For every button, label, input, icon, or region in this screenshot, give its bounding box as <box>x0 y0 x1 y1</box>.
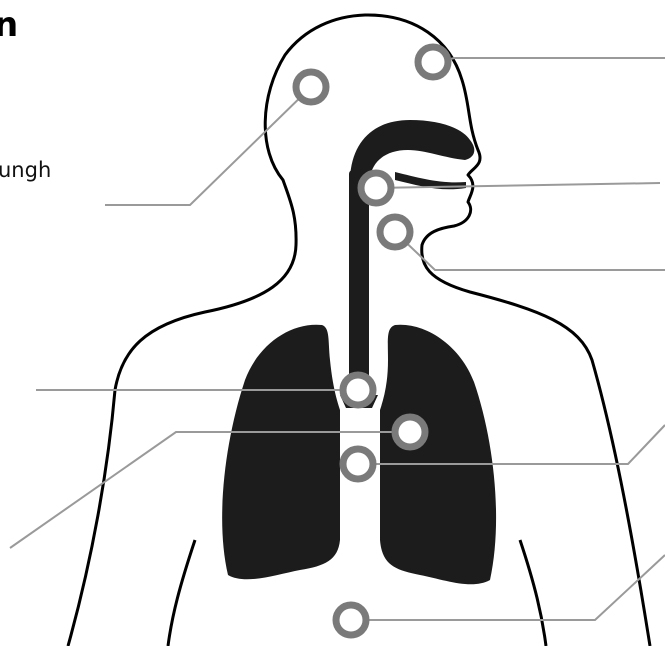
leader-line-nose <box>433 58 665 62</box>
left-lung <box>222 325 340 580</box>
marker-diaphragm[interactable] <box>336 605 366 635</box>
torso-right-line <box>520 540 546 646</box>
nasal-cavity <box>350 120 474 178</box>
marker-brain[interactable] <box>296 72 326 102</box>
marker-mouth[interactable] <box>361 173 391 203</box>
marker-lung[interactable] <box>343 449 373 479</box>
torso-left-line <box>168 540 195 646</box>
marker-trachea[interactable] <box>343 375 373 405</box>
leader-line-brain <box>105 87 311 205</box>
marker-bronchus[interactable] <box>395 417 425 447</box>
marker-larynx[interactable] <box>380 217 410 247</box>
leader-line-larynx <box>395 232 665 270</box>
marker-nose[interactable] <box>418 47 448 77</box>
right-lung <box>380 325 496 585</box>
